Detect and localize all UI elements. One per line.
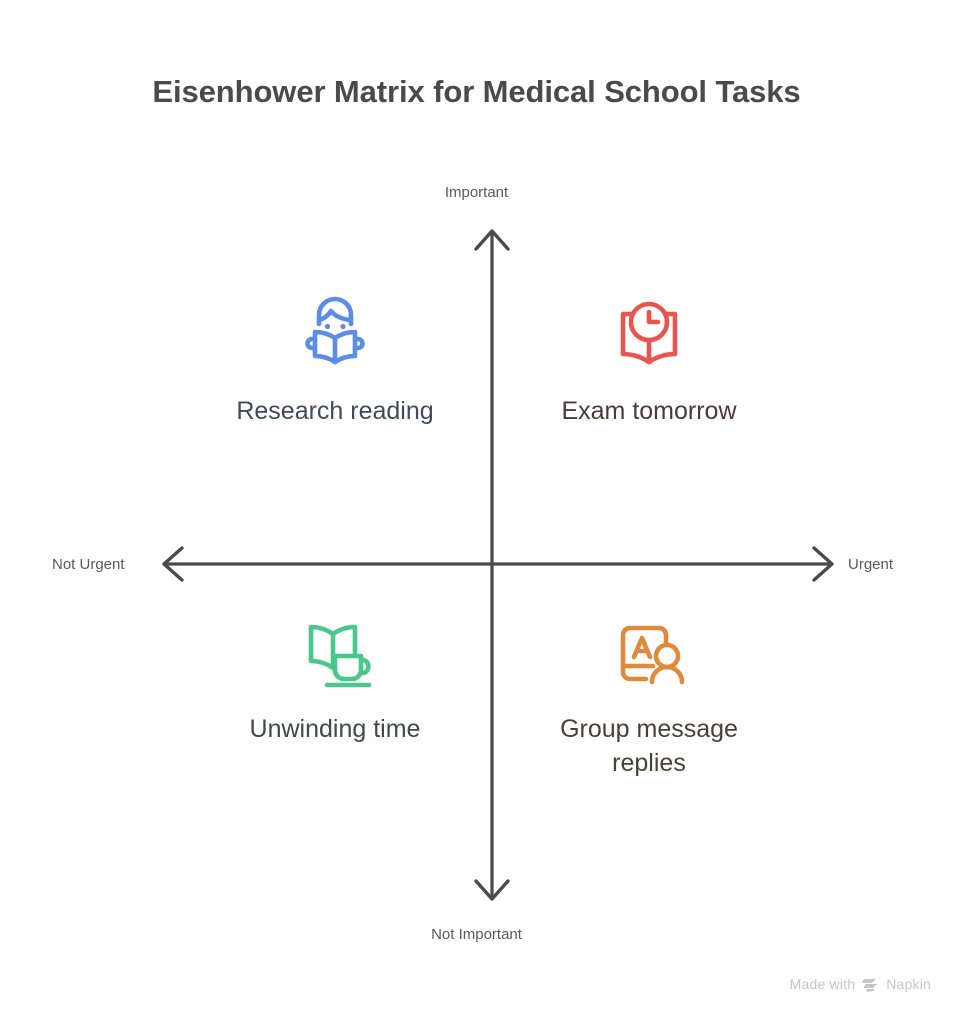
card-letter-a-with-person-icon bbox=[620, 625, 685, 685]
axis-label-urgent: Urgent bbox=[848, 556, 894, 573]
arrowhead-right-icon bbox=[812, 546, 834, 582]
arrowhead-down-icon bbox=[474, 879, 510, 901]
quadrant-important-urgent[interactable]: Exam tomorrow bbox=[533, 284, 765, 428]
arrowhead-left-icon bbox=[162, 546, 184, 582]
quadrant-not-important-not-urgent[interactable]: Unwinding time bbox=[219, 602, 451, 746]
book-with-coffee-mug-icon bbox=[308, 624, 372, 688]
page-title: Eisenhower Matrix for Medical School Tas… bbox=[152, 74, 801, 109]
quadrant-label: Unwinding time bbox=[249, 715, 421, 743]
axis-label-not-important: Not Important bbox=[431, 926, 522, 943]
watermark-prefix: Made with bbox=[789, 976, 856, 992]
person-reading-book-icon bbox=[305, 296, 365, 365]
quadrant-important-not-urgent[interactable]: Research reading bbox=[219, 284, 451, 428]
napkin-logo-icon bbox=[862, 978, 878, 991]
quadrant-label: Research reading bbox=[236, 397, 434, 425]
axis-label-not-urgent: Not Urgent bbox=[52, 556, 125, 573]
watermark: Made with Napkin bbox=[790, 976, 931, 992]
watermark-brand: Napkin bbox=[886, 976, 931, 992]
quadrant-label: Exam tomorrow bbox=[561, 397, 737, 425]
arrowhead-up-icon bbox=[474, 229, 510, 251]
book-with-clock-icon bbox=[620, 301, 678, 365]
axis-label-important: Important bbox=[444, 184, 509, 201]
quadrant-label: Group message replies bbox=[560, 715, 738, 777]
quadrant-not-important-urgent[interactable]: Group message replies bbox=[533, 602, 765, 780]
